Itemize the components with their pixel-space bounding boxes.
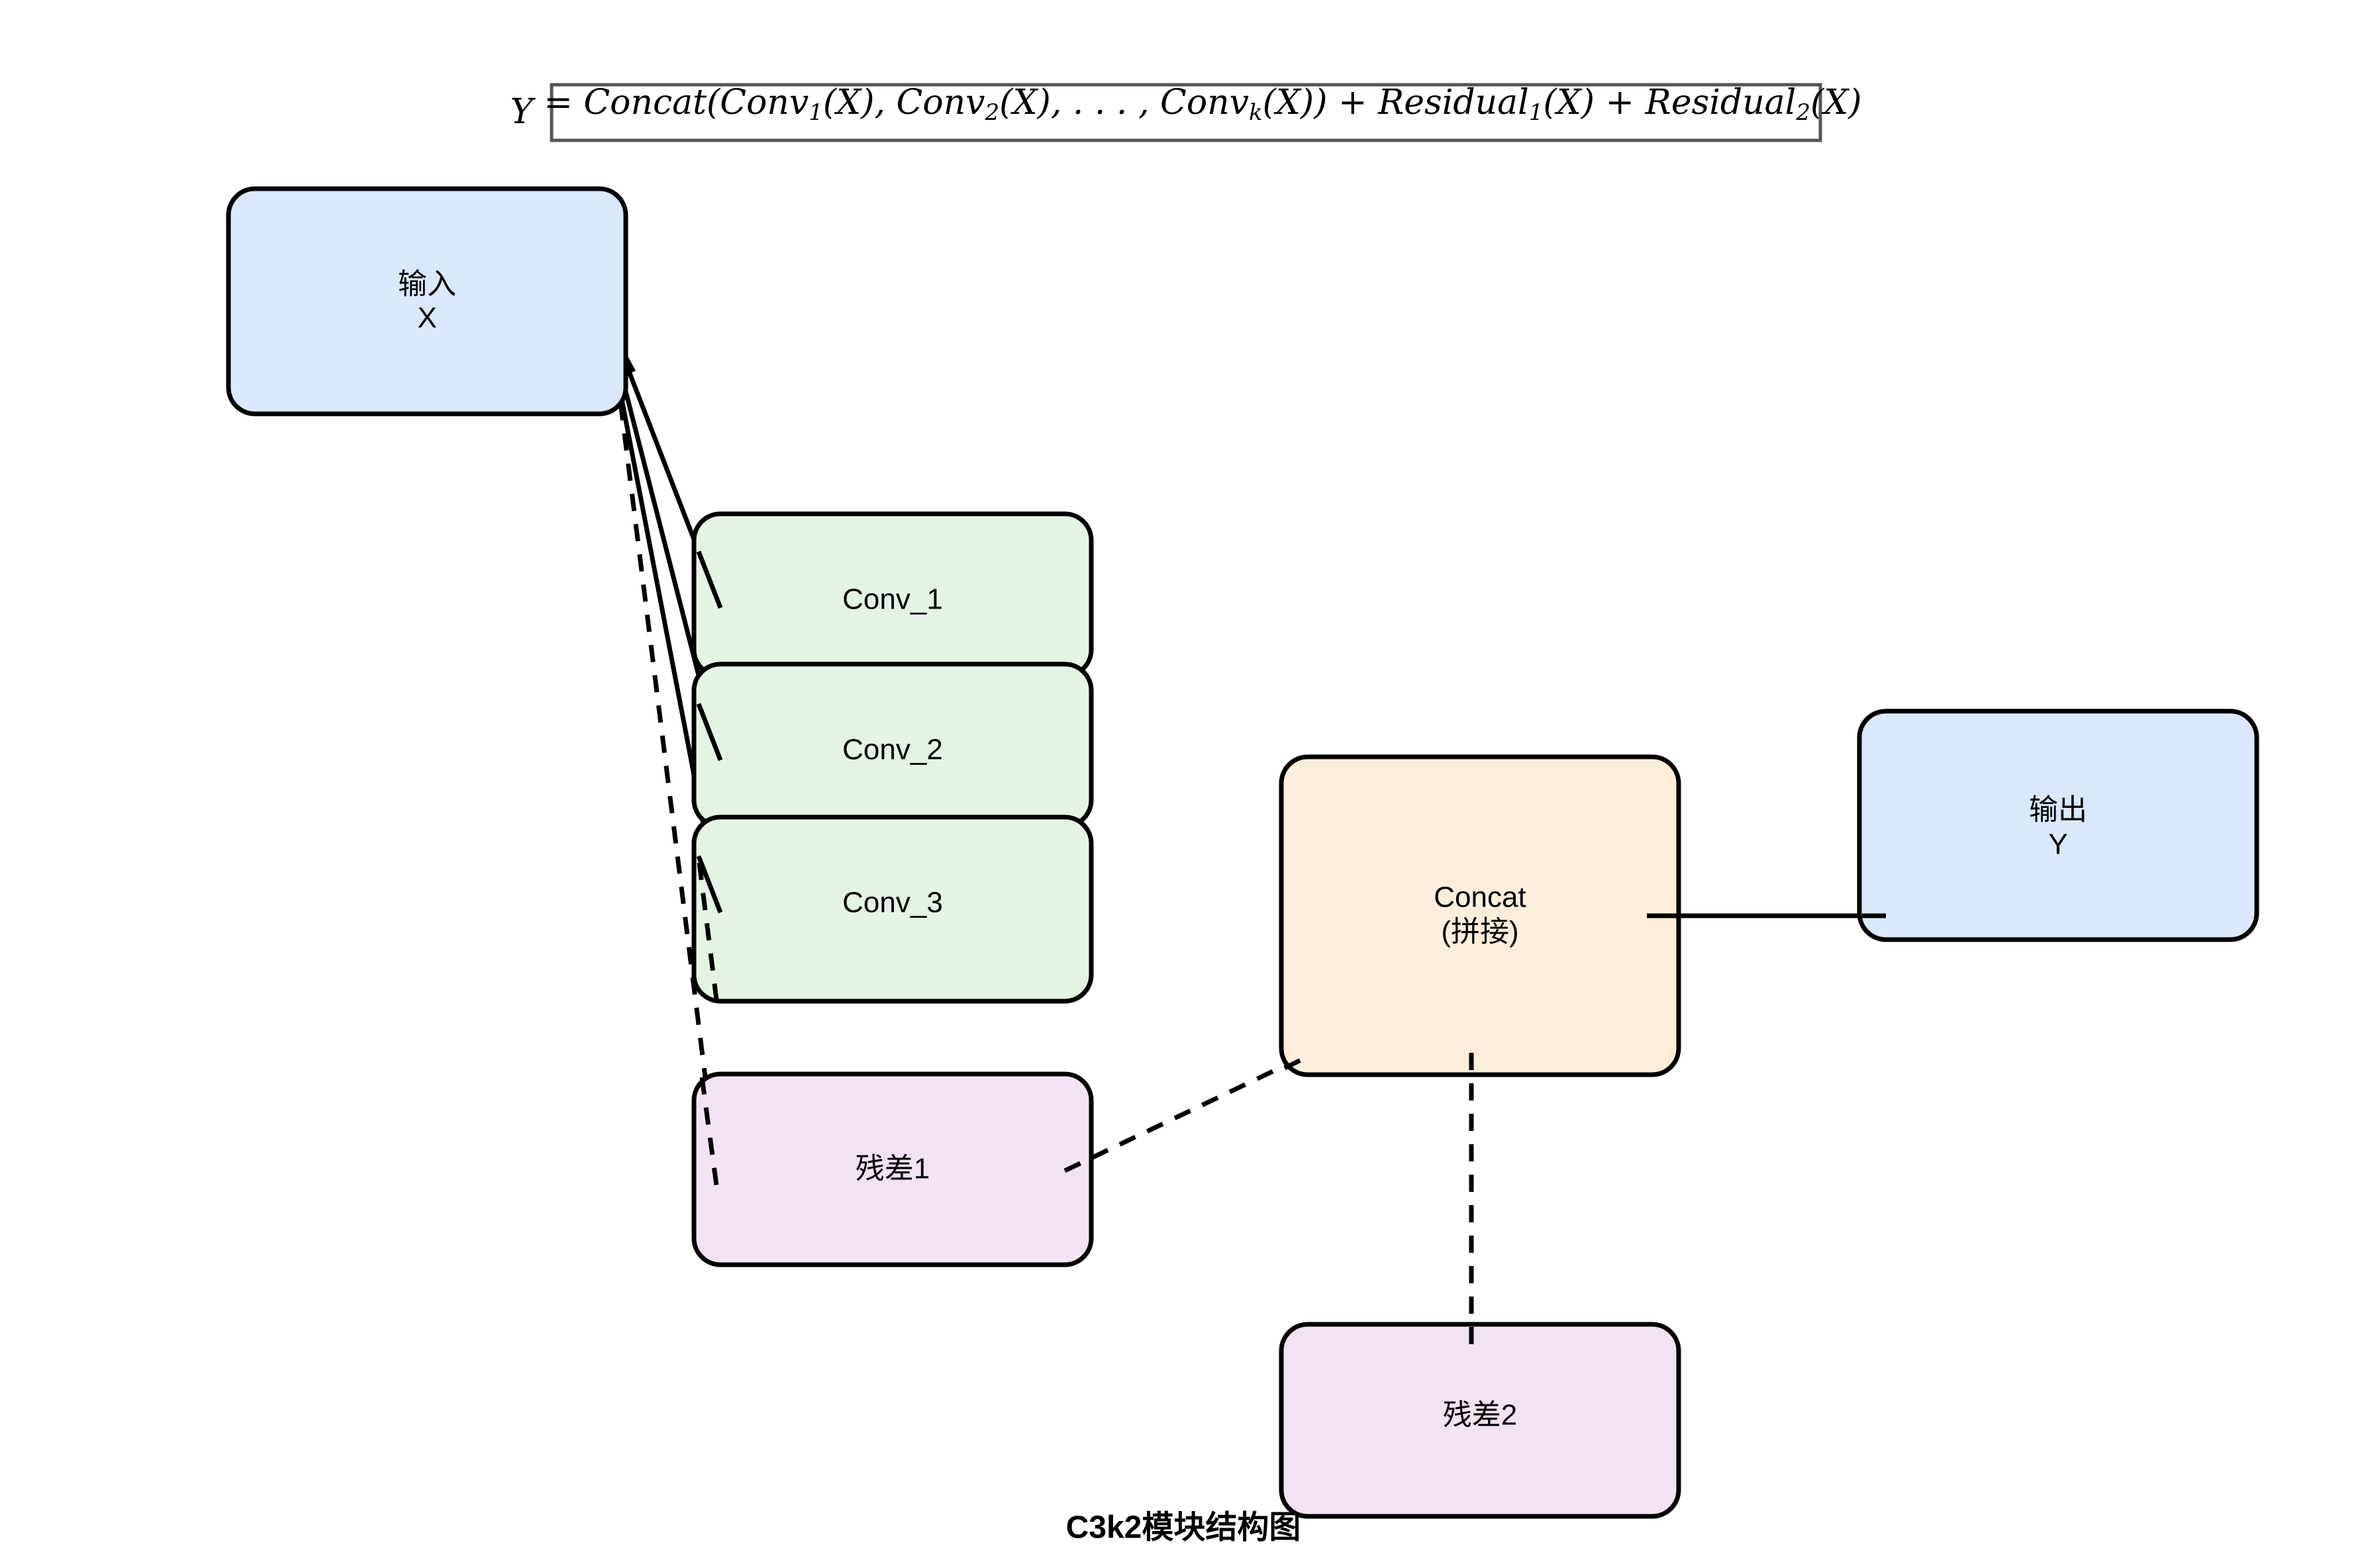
concat-label-line2: (拼接)	[1441, 916, 1518, 948]
node-conv1[interactable]: Conv_1	[691, 511, 1094, 679]
formula-sub-3: k	[1249, 99, 1263, 126]
formula-seg-6: (X)	[1810, 83, 1862, 122]
diagram-caption: C3k2模块结构图	[1066, 1510, 1301, 1545]
formula-seg-4: (X)) + Residual	[1263, 83, 1529, 122]
conv3-label: Conv_3	[842, 887, 943, 919]
formula-group: Y = Concat(Conv1(X), Conv2(X), . . . , C…	[510, 83, 1862, 142]
conv3-box[interactable]	[691, 814, 1094, 1004]
residual1-label: 残差1	[856, 1153, 930, 1185]
input-label-line1: 输入	[398, 268, 456, 301]
formula-seg-5: (X) + Residual	[1543, 83, 1796, 122]
node-conv3[interactable]: Conv_3	[691, 814, 1094, 1004]
formula-seg-1: = Concat(Conv	[533, 83, 809, 122]
node-output[interactable]: 输出 Y	[1857, 709, 2259, 942]
edge-stub-concat-in	[1283, 1055, 1307, 1071]
edge-stub-conv3	[696, 855, 723, 914]
node-residual1[interactable]: 残差1	[691, 1071, 1094, 1267]
formula-seg-3: (X), . . . , Conv	[999, 83, 1249, 122]
formula-sub-5: 2	[1795, 99, 1810, 126]
formula-seg-2: (X), Conv	[823, 83, 985, 122]
output-label-line2: Y	[2048, 828, 2067, 861]
conv2-label: Conv_2	[842, 734, 943, 766]
edge-residual1-to-concat	[1063, 1054, 1305, 1173]
input-label-line2: X	[417, 302, 436, 334]
node-conv2[interactable]: Conv_2	[691, 662, 1094, 829]
formula-box	[550, 83, 1822, 142]
node-residual2[interactable]: 残差2	[1279, 1322, 1681, 1519]
formula-sub-4: 1	[1529, 99, 1544, 126]
input-box[interactable]	[226, 186, 628, 416]
output-label-line1: 输出	[2029, 794, 2087, 826]
edge-stub-conv2	[696, 703, 723, 761]
node-input[interactable]: 输入 X	[226, 186, 628, 416]
concat-label-line1: Concat	[1434, 881, 1526, 914]
conv1-label: Conv_1	[842, 583, 943, 616]
formula-seg-0: Y	[510, 92, 536, 132]
edge-stub-conv1	[696, 550, 723, 609]
output-box[interactable]	[1857, 709, 2259, 942]
node-concat[interactable]: Concat (拼接)	[1279, 754, 1681, 1077]
formula-text: Y = Concat(Conv1(X), Conv2(X), . . . , C…	[510, 83, 1861, 132]
residual2-box[interactable]	[1279, 1322, 1681, 1519]
edge-input-to-residual1	[607, 312, 719, 1167]
residual2-label: 残差2	[1443, 1399, 1517, 1432]
formula-sub-2: 2	[985, 99, 1000, 126]
edge-stub-dashed-conv	[697, 862, 719, 1001]
residual1-box[interactable]	[691, 1071, 1094, 1267]
formula-sub-1: 1	[809, 99, 823, 126]
